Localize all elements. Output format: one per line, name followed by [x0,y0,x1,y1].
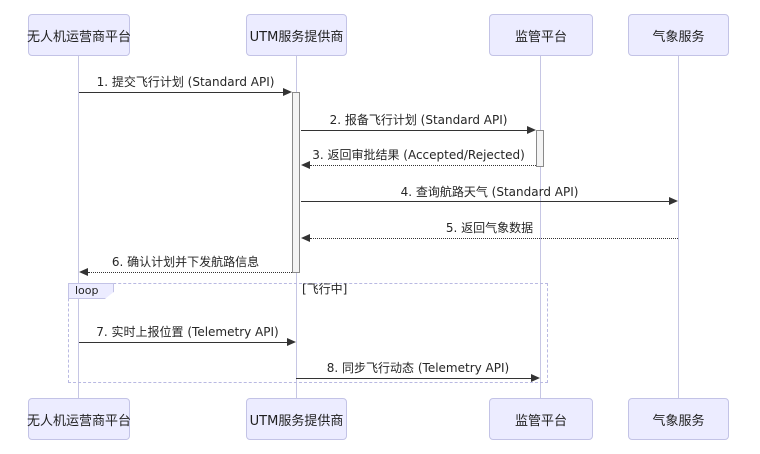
lifeline-weather-service [678,56,679,398]
actor-top-regulator: 监管平台 [489,14,593,56]
activation-regulator [536,130,544,167]
actor-bottom-weather-service: 气象服务 [628,398,729,440]
lifeline-operator-platform [78,56,79,398]
arrowhead-icon [301,234,310,242]
message-label: 4. 查询航路天气 (Standard API) [400,185,579,199]
message-line [296,378,531,379]
arrowhead-icon [301,161,310,169]
message-line [301,130,527,131]
message-label: 5. 返回气象数据 [445,221,534,235]
arrowhead-icon [283,88,292,96]
arrowhead-icon [79,268,88,276]
arrowhead-icon [287,338,296,346]
activation-utm-provider [292,92,300,273]
loop-condition: [飞行中] [302,282,348,296]
message-label: 3. 返回审批结果 (Accepted/Rejected) [312,148,525,162]
lifeline-regulator [540,56,541,398]
arrowhead-icon [669,197,678,205]
actor-top-weather-service: 气象服务 [628,14,729,56]
message-line [301,201,669,202]
message-line [88,272,292,273]
message-line [79,92,284,93]
loop-label: loop [68,283,114,299]
actor-bottom-utm-provider: UTM服务提供商 [246,398,347,440]
message-line [310,165,536,166]
message-line [310,238,678,239]
actor-top-operator-platform: 无人机运营商平台 [27,14,131,56]
message-label: 6. 确认计划并下发航路信息 [111,255,260,269]
message-label: 1. 提交飞行计划 (Standard API) [96,75,275,89]
loop-fragment [68,283,548,383]
arrowhead-icon [531,374,540,382]
message-label: 2. 报备飞行计划 (Standard API) [329,113,508,127]
actor-top-utm-provider: UTM服务提供商 [246,14,347,56]
actor-bottom-regulator: 监管平台 [489,398,593,440]
message-label: 7. 实时上报位置 (Telemetry API) [96,325,279,339]
message-line [79,342,287,343]
message-label: 8. 同步飞行动态 (Telemetry API) [326,361,510,375]
actor-bottom-operator-platform: 无人机运营商平台 [27,398,131,440]
arrowhead-icon [527,126,536,134]
